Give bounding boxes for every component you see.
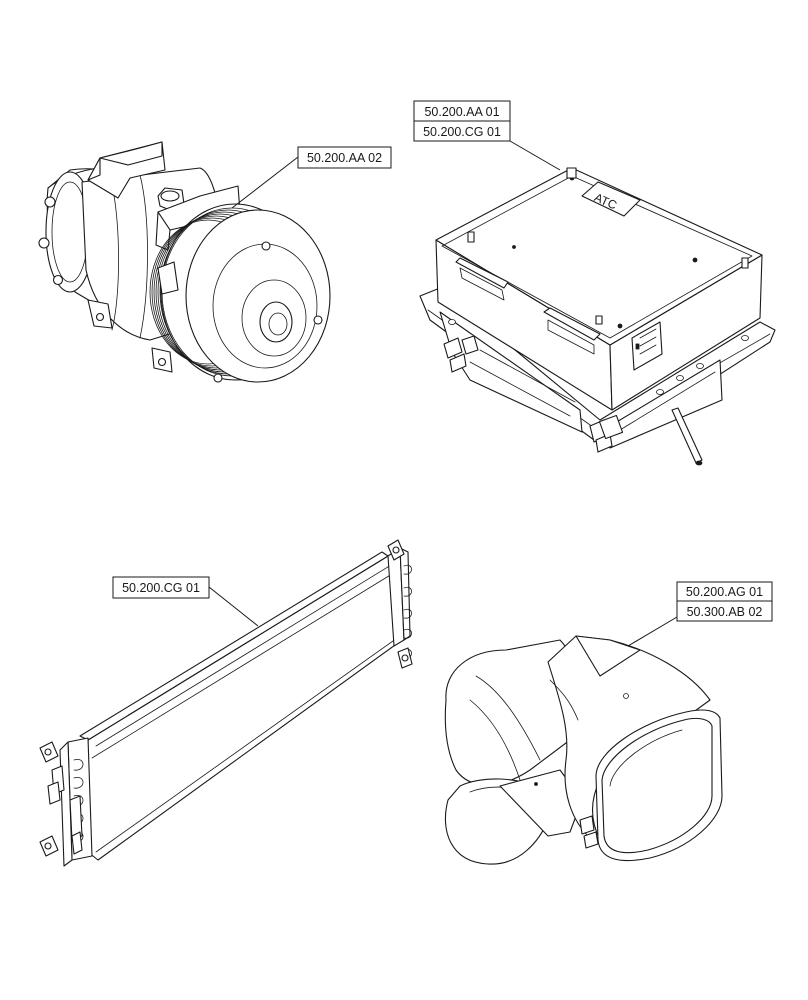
hvac-unit-assembly[interactable]: ATC — [419, 167, 776, 466]
condenser-assembly[interactable] — [39, 539, 413, 867]
label-hvac-unit[interactable]: 50.200.AA 01 50.200.CG 01 — [413, 100, 561, 171]
label-condenser[interactable]: 50.200.CG 01 — [112, 576, 259, 627]
label-compressor-text: 50.200.AA 02 — [307, 151, 382, 165]
label-condenser-text: 50.200.CG 01 — [122, 581, 200, 595]
label-hvac-unit-top-text: 50.200.AA 01 — [424, 105, 499, 119]
blower-assembly[interactable] — [444, 635, 723, 865]
label-blower-bottom-text: 50.300.AB 02 — [687, 605, 763, 619]
label-blower-top-text: 50.200.AG 01 — [686, 585, 763, 599]
label-blower[interactable]: 50.200.AG 01 50.300.AB 02 — [627, 581, 773, 647]
label-hvac-unit-bottom-text: 50.200.CG 01 — [423, 125, 501, 139]
compressor-assembly[interactable] — [38, 141, 331, 383]
label-compressor[interactable]: 50.200.AA 02 — [231, 146, 392, 209]
